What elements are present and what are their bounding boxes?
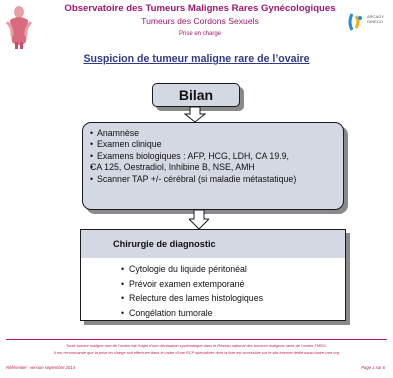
surgery-item: Relecture des lames histologiques: [121, 291, 263, 306]
exam-item-anamnese: Anamnèse: [90, 128, 340, 140]
header-section: Prise en charge: [178, 31, 222, 37]
header-subtitle: Tumeurs des Cordons Sexuels: [141, 16, 259, 26]
footer-note: Il est recommandé que la prise en charge…: [54, 350, 339, 355]
arcagy-gineco-text: ARCAGY GINECO: [367, 14, 384, 24]
surgery-item: Cytologie du liquide péritonéal: [121, 262, 263, 277]
observatoire-logo: [5, 6, 33, 49]
footer-divider: [6, 339, 387, 340]
exam-item-biologiques-cont: CA 125, Oestradiol, Inhibine B, NSE, AMH: [90, 162, 340, 174]
bilan-box: Bilan: [152, 83, 240, 107]
arcagy-gineco-logo: [348, 13, 362, 31]
footer-note: Toute tumeur maligne rare de l’ovaire fa…: [66, 343, 327, 348]
footer-version: Référentiel - version septembre 2014: [6, 365, 75, 370]
down-arrow-icon: [189, 210, 209, 230]
surgery-title: Chirurgie de diagnostic: [113, 239, 216, 249]
surgery-list: Cytologie du liquide péritonéal Prévoir …: [121, 262, 263, 320]
header-title: Observatoire des Tumeurs Malignes Rares …: [64, 3, 336, 14]
surgery-item: Congélation tumorale: [121, 306, 263, 321]
surgery-header-band: [81, 230, 345, 258]
exam-item-clinique: Examen clinique: [90, 139, 340, 151]
surgery-item: Prévoir examen extemporané: [121, 277, 263, 292]
down-arrow-icon: [184, 107, 206, 123]
page-title: Suspicion de tumeur maligne rare de l’ov…: [83, 53, 310, 65]
exam-item-scanner: Scanner TAP +/- cérébral (si maladie mét…: [90, 174, 340, 186]
footer-page-number: Page 1 sur 6: [361, 365, 385, 370]
exams-list: Anamnèse Examen clinique Examens biologi…: [90, 128, 340, 185]
exam-item-biologiques: Examens biologiques : AFP, HCG, LDH, CA …: [90, 151, 340, 163]
